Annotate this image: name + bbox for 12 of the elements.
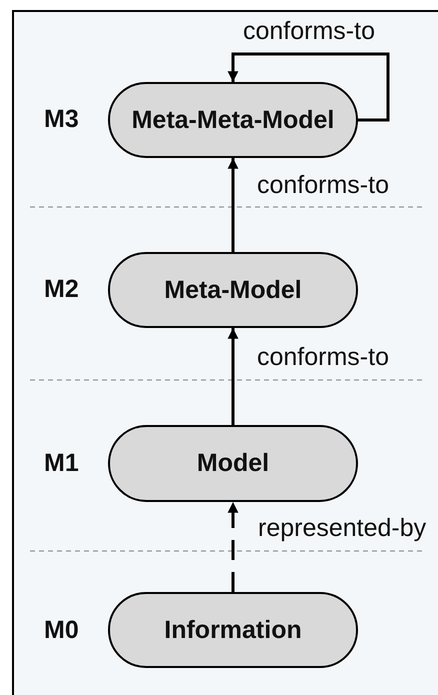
level-label: M3: [44, 105, 79, 134]
arrow: [228, 502, 238, 592]
level-label: M1: [44, 449, 79, 478]
node-label: Model: [196, 449, 270, 478]
level-label: M2: [44, 275, 79, 304]
arrow: [228, 52, 390, 122]
level-label: M0: [44, 616, 79, 645]
node-label: Meta-Meta-Model: [132, 106, 334, 134]
node-label: Information: [164, 616, 302, 644]
node-label: Meta-Model: [164, 276, 302, 304]
arrow: [228, 328, 238, 425]
arrow: [228, 158, 238, 252]
